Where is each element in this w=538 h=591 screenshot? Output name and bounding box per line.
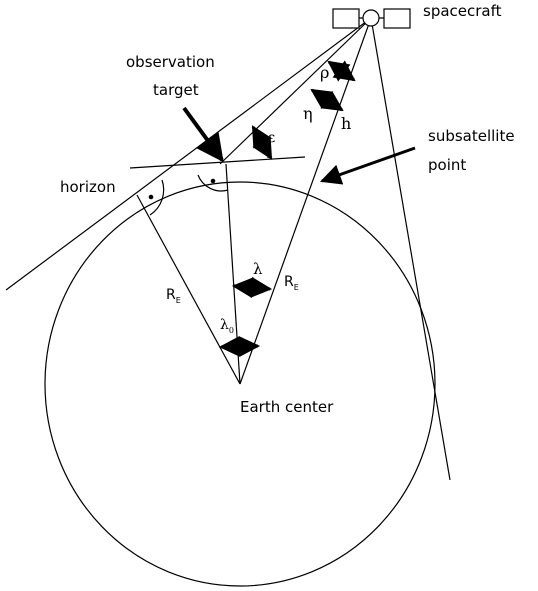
horizon-tangent-line xyxy=(5,17,372,291)
earth-center-label: Earth center xyxy=(240,398,334,416)
target-line-of-sight xyxy=(219,17,372,165)
re-right-subscript: E xyxy=(293,283,299,292)
target-right-angle-dot xyxy=(210,178,216,184)
nadir-line xyxy=(239,17,372,385)
rho-angle-arrow xyxy=(327,60,356,82)
re-right-symbol: R xyxy=(284,274,294,290)
horizon-label: horizon xyxy=(60,178,116,196)
rho-label: ρ xyxy=(320,63,330,82)
spacecraft-icon xyxy=(332,8,411,29)
outer-sight-line xyxy=(370,17,451,481)
observation-target-label-line1: observation xyxy=(126,53,215,71)
spacecraft-label: spacecraft xyxy=(423,2,502,20)
horizon-right-angle-arc xyxy=(149,179,165,216)
lambda0-symbol: λ xyxy=(220,317,229,333)
re-left-symbol: R xyxy=(166,287,176,303)
local-horizontal-line xyxy=(129,156,306,169)
earth-circle xyxy=(44,181,436,587)
subsatellite-label-line1: subsatellite xyxy=(428,127,515,145)
eta-angle-arrow xyxy=(310,88,344,112)
lambda0-angle-arrow xyxy=(218,335,261,358)
altitude-h-label: h xyxy=(341,114,352,133)
re-left-subscript: E xyxy=(175,296,181,305)
horizon-right-angle-dot xyxy=(148,194,154,200)
epsilon-angle-arrow xyxy=(251,125,273,160)
lambda-angle-arrow xyxy=(231,276,273,299)
lambda0-label: λ0 xyxy=(220,317,234,335)
earth-radius-right-label: RE xyxy=(284,274,299,292)
earth-radius-left-label: RE xyxy=(166,287,181,305)
subsatellite-label-line2: point xyxy=(428,156,467,174)
target-right-angle-arc xyxy=(197,174,229,192)
observation-target-label-line2: target xyxy=(153,81,199,99)
eta-label: η xyxy=(303,104,313,123)
subsatellite-pointer-arrow xyxy=(320,146,416,185)
radius-to-horizon xyxy=(136,194,241,385)
epsilon-label: ε xyxy=(268,130,276,146)
target-pointer-arrow xyxy=(182,106,224,163)
lambda0-subscript: 0 xyxy=(228,326,234,335)
lambda-label: λ xyxy=(253,260,263,278)
